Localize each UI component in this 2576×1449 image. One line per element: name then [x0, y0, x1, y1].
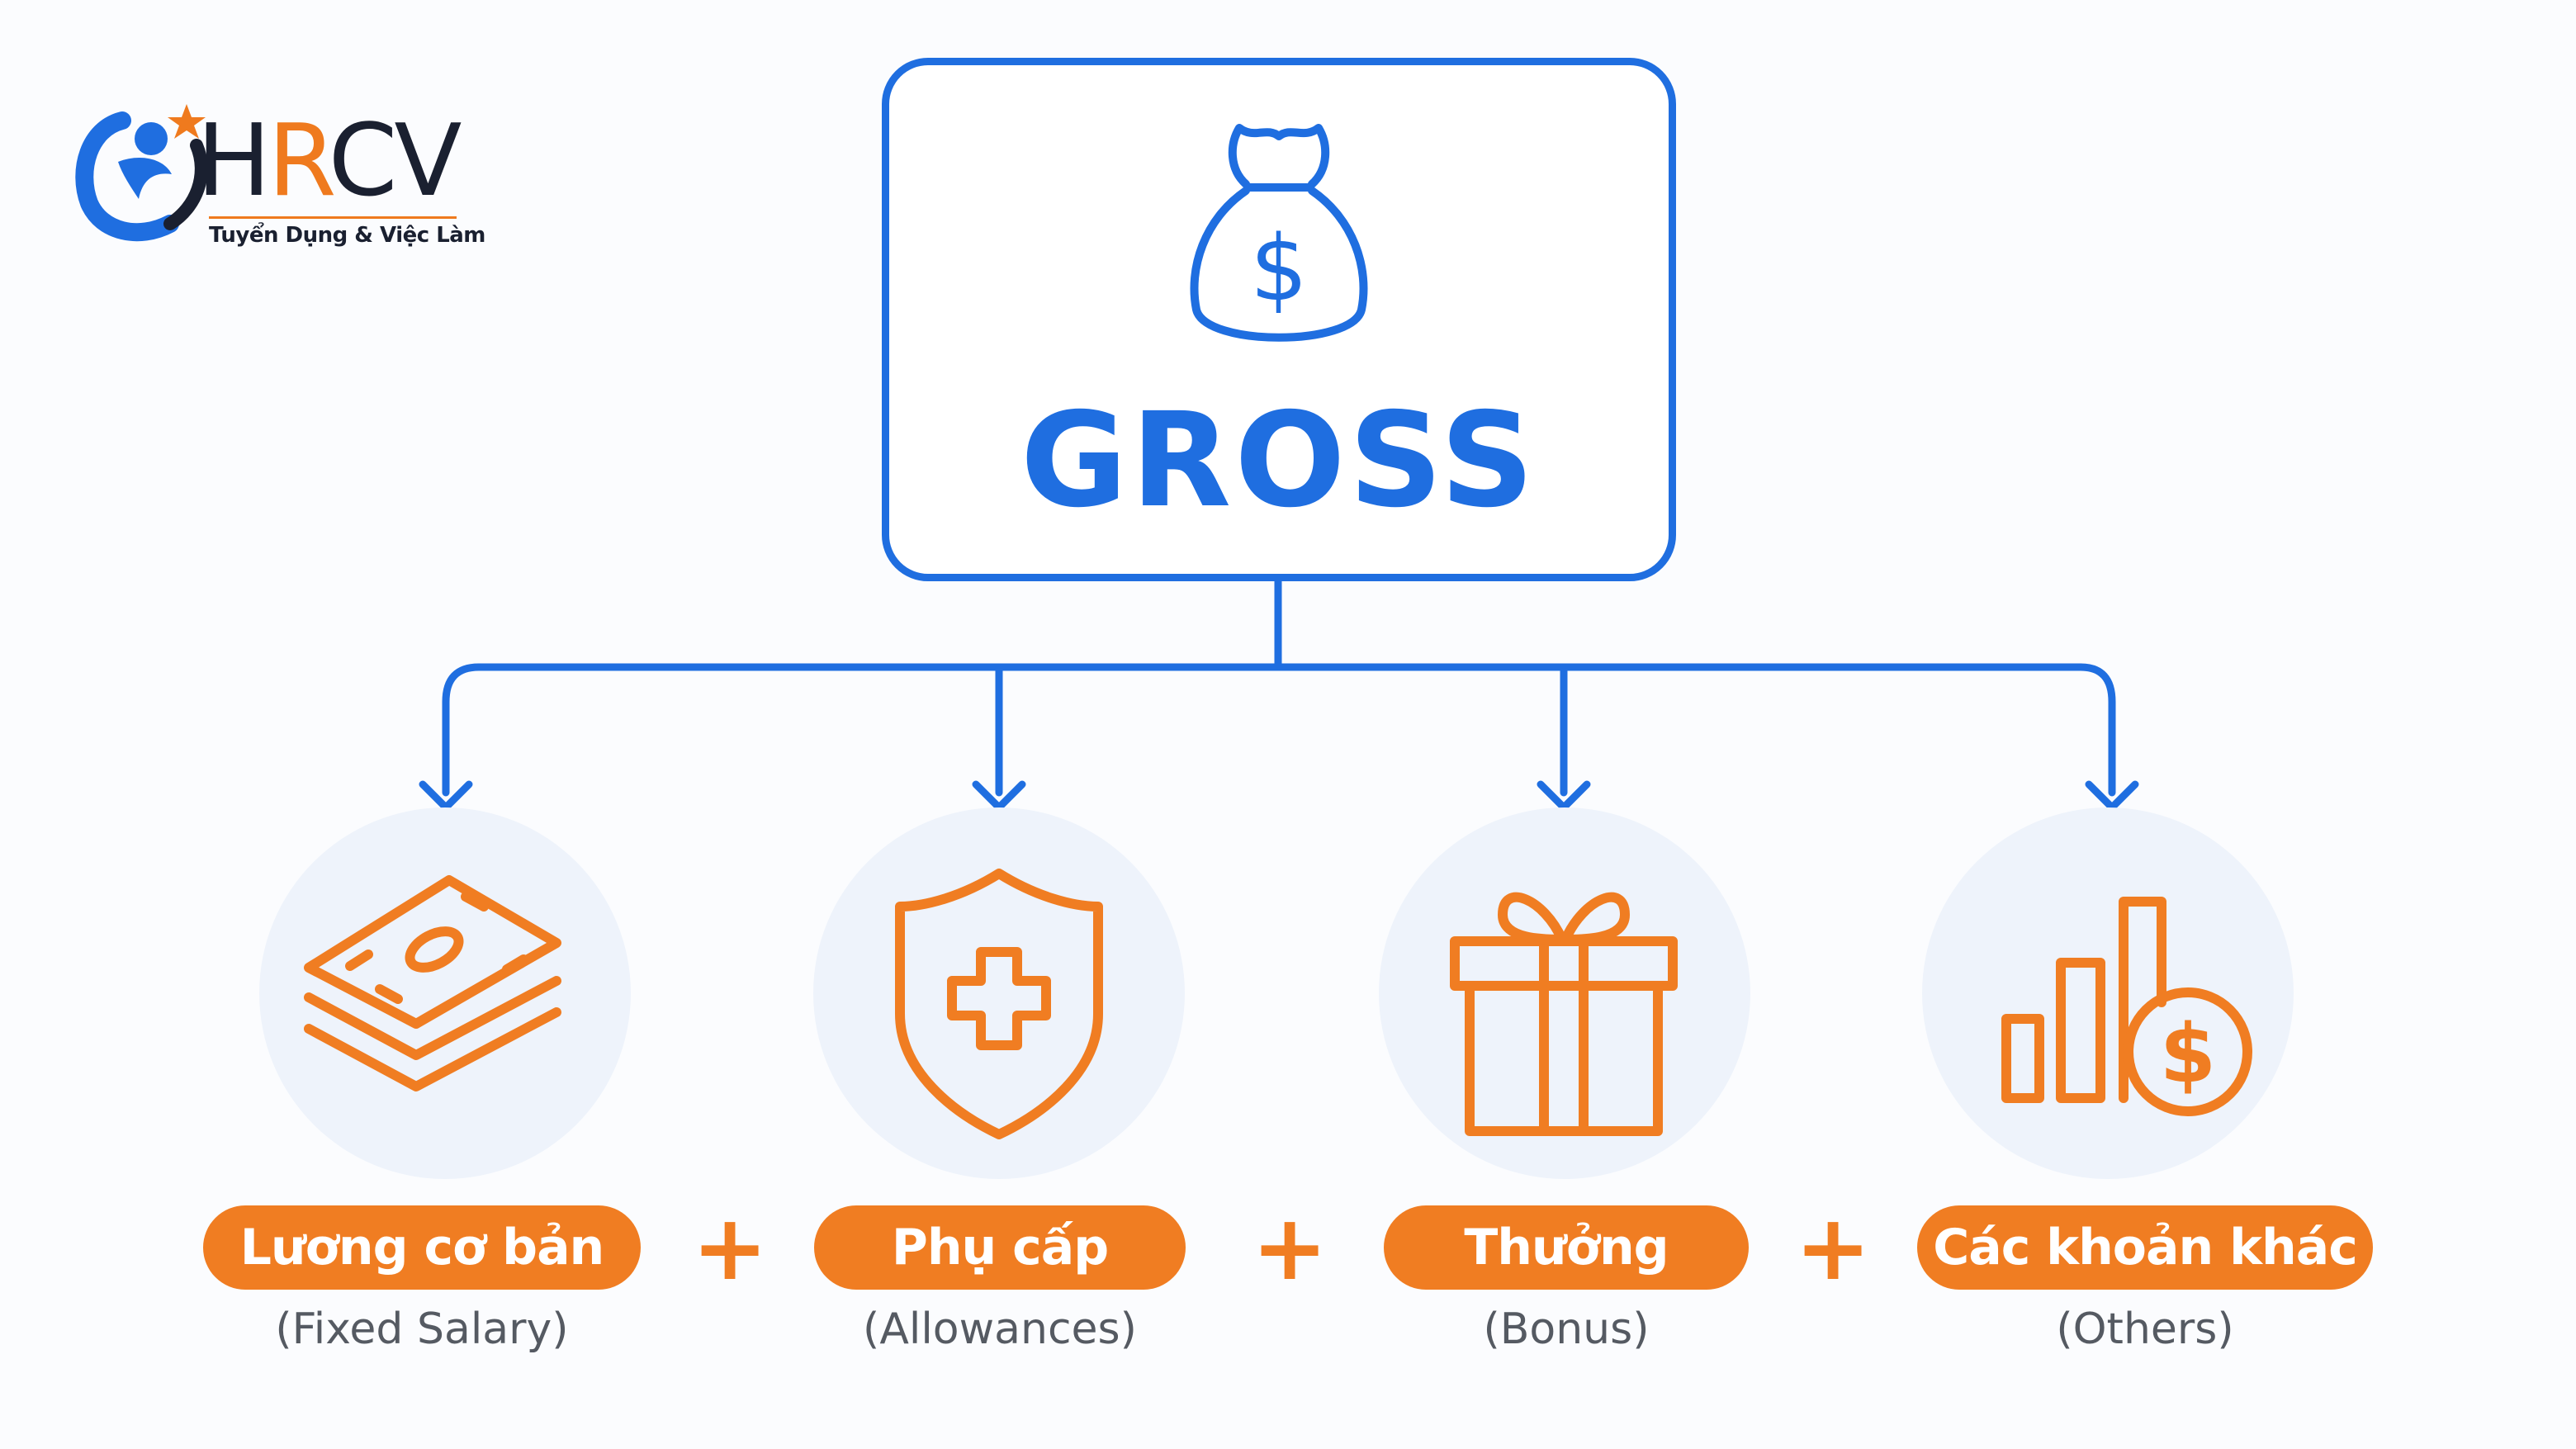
allowances-pill: Phụ cấp	[814, 1205, 1186, 1290]
plus-operator-3: +	[1795, 1195, 1872, 1300]
money-bag-dollar-icon: $	[1190, 124, 1368, 342]
others-sublabel: (Others)	[2056, 1305, 2234, 1354]
fixed-salary-pill: Lương cơ bản	[203, 1205, 641, 1290]
bar-chart-coin-icon: $	[2001, 897, 2252, 1116]
fixed-salary-circle	[259, 807, 631, 1179]
brand-tagline: Tuyển Dụng & Việc Làm	[209, 223, 485, 248]
branch-right-curve	[2076, 663, 2116, 797]
bonus-circle	[1379, 807, 1750, 1179]
svg-text:$: $	[2160, 1007, 2216, 1101]
gross-root-box: $ GROSS	[882, 58, 1676, 581]
fixed-salary-sublabel: (Fixed Salary)	[275, 1305, 569, 1354]
bonus-sublabel: (Bonus)	[1483, 1305, 1650, 1354]
gift-icon	[1450, 892, 1678, 1136]
plus-operator-1: +	[692, 1195, 769, 1300]
branch-left-curve	[442, 663, 483, 797]
svg-text:$: $	[1250, 215, 1308, 321]
allowances-circle	[813, 807, 1185, 1179]
others-circle: $	[1922, 807, 2294, 1179]
person-star-logo-icon	[75, 104, 208, 242]
bonus-pill: Thưởng	[1384, 1205, 1749, 1290]
brand-underline	[209, 216, 457, 219]
shield-plus-icon	[895, 869, 1103, 1139]
allowances-sublabel: (Allowances)	[863, 1305, 1137, 1354]
gross-title: GROSS	[1020, 385, 1538, 537]
brand-wordmark: HRCV	[197, 104, 462, 219]
money-stack-icon	[304, 875, 561, 1091]
plus-operator-2: +	[1252, 1195, 1328, 1300]
brand-logo: HRCV Tuyển Dụng & Việc Làm	[73, 96, 485, 253]
others-pill: Các khoản khác	[1917, 1205, 2373, 1290]
